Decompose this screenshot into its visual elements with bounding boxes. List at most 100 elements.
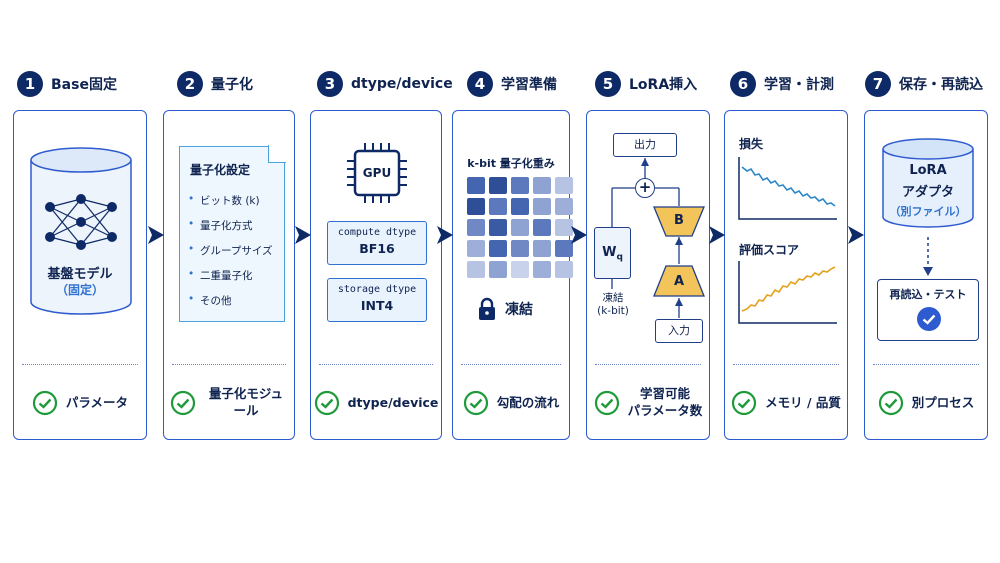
- lora-output-box: 出力: [613, 133, 677, 157]
- weight-cell: [555, 219, 573, 236]
- panel-quant: 量子化設定 ビット数 (k) 量子化方式 グループサイズ 二重量子化 その他 量…: [163, 110, 295, 440]
- step-title-2: 量子化: [211, 77, 253, 93]
- score-label: 評価スコア: [739, 243, 800, 257]
- footer-label-3: dtype/device: [347, 394, 439, 410]
- step-header-6: 6 学習・計測: [730, 70, 834, 98]
- check-circle-icon: [314, 390, 339, 416]
- quant-setting-item: 量子化方式: [188, 218, 273, 233]
- panel-lora: 出力 + B A 入力 Wq 凍結 (k-bit) 学習可能 パラメータ数: [586, 110, 710, 440]
- step-number-3: 3: [317, 71, 343, 97]
- step-header-7: 7 保存・再読込: [865, 70, 983, 98]
- check-circle-icon: [32, 390, 58, 416]
- panel-divider: [733, 364, 839, 365]
- panel-divider: [461, 364, 561, 365]
- footer-label-5-line1: 学習可能: [639, 386, 690, 402]
- panel-footer-4: 勾配の流れ: [453, 367, 569, 439]
- lora-a-trapezoid: [653, 265, 705, 297]
- lora-b-trapezoid: [653, 206, 705, 237]
- panel-prep: k-bit 量子化重み: [452, 110, 573, 440]
- weight-cell: [467, 240, 485, 257]
- lock-icon: [479, 297, 495, 320]
- weight-cell: [511, 240, 529, 257]
- footer-label-4: 勾配の流れ: [496, 394, 560, 410]
- storage-dtype-value: INT4: [360, 298, 394, 313]
- panel-footer-3: dtype/device: [311, 367, 441, 439]
- footer-label-1: パラメータ: [65, 394, 129, 410]
- weight-cell: [489, 198, 507, 215]
- quant-setting-item: その他: [188, 293, 273, 308]
- check-circle-icon: [732, 390, 757, 416]
- weight-cell: [467, 198, 485, 215]
- panel-device: GPU compute dtype BF16 storage dtype INT…: [310, 110, 442, 440]
- quant-settings-list: ビット数 (k) 量子化方式 グループサイズ 二重量子化 その他: [188, 193, 273, 318]
- step-title-1: Base固定: [51, 77, 117, 93]
- weight-cell: [467, 219, 485, 236]
- quant-setting-item: ビット数 (k): [188, 193, 273, 208]
- step-title-3: dtype/device: [351, 76, 453, 92]
- step-number-2: 2: [177, 71, 203, 97]
- weight-cell: [489, 177, 507, 194]
- score-line: [741, 266, 836, 312]
- step-title-7: 保存・再読込: [899, 77, 983, 93]
- step-number-7: 7: [865, 71, 891, 97]
- weight-cell: [533, 198, 551, 215]
- check-circle-icon: [878, 390, 903, 416]
- weight-cell: [511, 261, 529, 278]
- weight-cell: [555, 240, 573, 257]
- weight-cell: [533, 261, 551, 278]
- reload-test-label: 再読込・テスト: [889, 288, 967, 301]
- adapter-sub: （別ファイル）: [889, 205, 967, 218]
- footer-label-6: メモリ / 品質: [765, 394, 841, 410]
- step-header-3: 3 dtype/device: [317, 70, 453, 98]
- freeze-label: 凍結: [505, 302, 533, 318]
- step-title-5: LoRA挿入: [629, 77, 698, 93]
- panel-divider: [319, 364, 433, 365]
- weight-cell: [555, 177, 573, 194]
- frozen-note: 凍結: [602, 292, 624, 304]
- panel-save: LoRA アダプタ （別ファイル） 再読込・テスト 別プロセス: [864, 110, 988, 440]
- cpu-chip-icon: [347, 143, 407, 203]
- quant-weights-title: k-bit 量子化重み: [467, 157, 555, 170]
- quant-settings-title: 量子化設定: [190, 163, 251, 177]
- quant-weights-grid: [467, 177, 577, 281]
- compute-dtype-box: compute dtype BF16: [327, 221, 427, 265]
- lora-input-label: 入力: [668, 324, 690, 337]
- panel-base: 基盤モデル （固定） パラメータ: [13, 110, 147, 440]
- weight-cell: [533, 177, 551, 194]
- page-fold-icon: [268, 145, 286, 163]
- base-model-title: 基盤モデル: [47, 267, 113, 282]
- step-header-1: 1 Base固定: [17, 70, 117, 98]
- arrow-right-icon: [848, 226, 864, 244]
- loss-line: [741, 166, 836, 207]
- step-title-4: 学習準備: [501, 77, 557, 93]
- footer-label-2: 量子化モジュール: [208, 386, 284, 418]
- panel-divider: [873, 364, 979, 365]
- lora-b-label: B: [674, 213, 684, 228]
- frozen-note-sub: (k-bit): [597, 305, 629, 317]
- panel-divider: [595, 364, 701, 365]
- storage-dtype-box: storage dtype INT4: [327, 278, 427, 322]
- score-curve-chart: [738, 261, 837, 324]
- panel-footer-7: 別プロセス: [865, 367, 987, 439]
- arrow-right-icon: [437, 226, 453, 244]
- panel-train: 損失 評価スコア メモリ / 品質: [724, 110, 848, 440]
- neural-network-icon: [45, 194, 117, 250]
- panel-footer-5: 学習可能 パラメータ数: [587, 367, 709, 439]
- footer-label-5-line2: パラメータ数: [627, 403, 703, 418]
- compute-dtype-value: BF16: [359, 241, 395, 256]
- check-badge-icon: [917, 307, 941, 331]
- adapter-title-2: アダプタ: [901, 185, 954, 200]
- quant-setting-item: グループサイズ: [188, 243, 273, 258]
- base-model-sub: （固定）: [55, 283, 104, 297]
- loss-curve-chart: [738, 157, 837, 220]
- weight-cell: [511, 219, 529, 236]
- weight-cell: [511, 198, 529, 215]
- compute-dtype-label: compute dtype: [337, 227, 417, 238]
- weight-cell: [533, 240, 551, 257]
- frozen-weight-sub: q: [616, 252, 623, 263]
- weight-cell: [555, 261, 573, 278]
- adapter-storage-icon: [882, 138, 974, 228]
- check-circle-icon: [594, 390, 619, 416]
- arrow-down-icon: [923, 237, 933, 276]
- arrow-right-icon: [571, 226, 587, 244]
